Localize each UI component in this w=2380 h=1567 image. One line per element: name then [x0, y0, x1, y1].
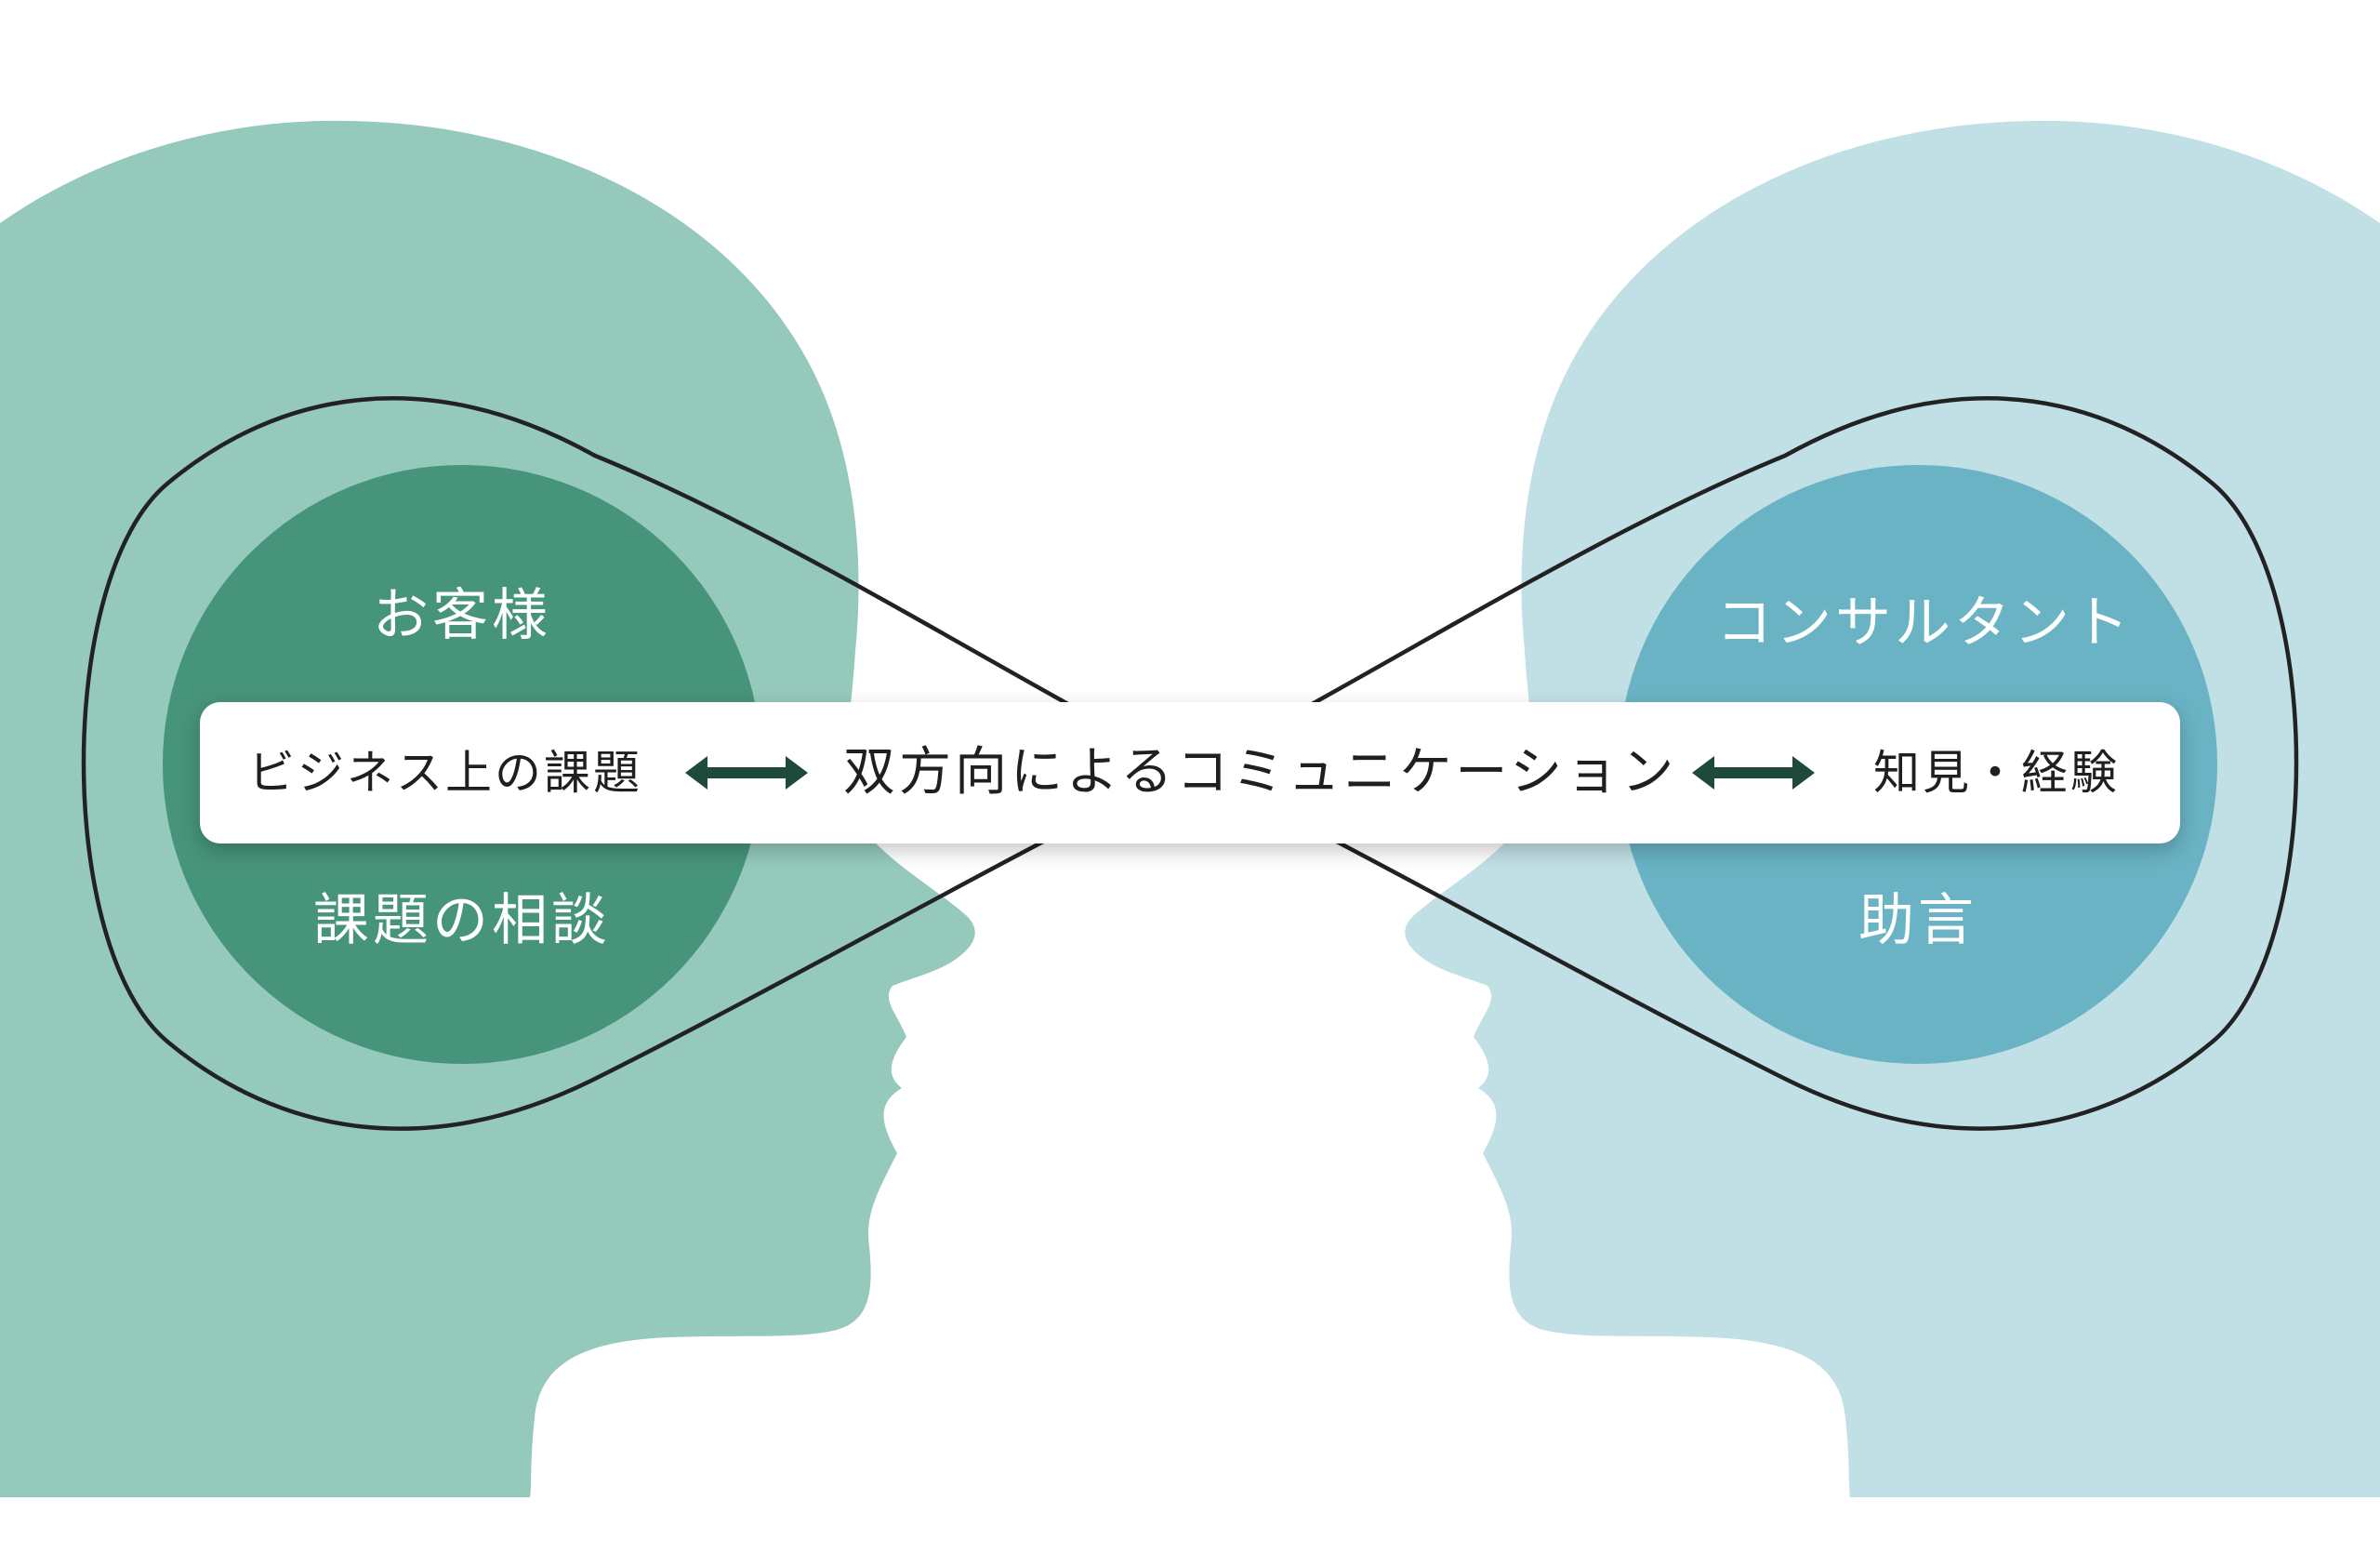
communication-title: 双方向によるコミュニケーション [843, 742, 1678, 803]
double-arrow-icon [1692, 756, 1815, 790]
customer-subtitle: 課題の相談 [313, 888, 611, 953]
communication-banner: ビジネス上の課題 双方向によるコミュニケーション 知見・経験 [200, 702, 2180, 843]
double-arrow-icon [685, 756, 808, 790]
customer-title: お客様 [373, 583, 551, 648]
customer-topic: ビジネス上の課題 [248, 746, 642, 800]
consultant-title: コンサルタント [1716, 591, 2133, 656]
consultant-subtitle: 助言 [1858, 888, 1977, 953]
consultant-topic: 知見・経験 [1873, 746, 2120, 800]
